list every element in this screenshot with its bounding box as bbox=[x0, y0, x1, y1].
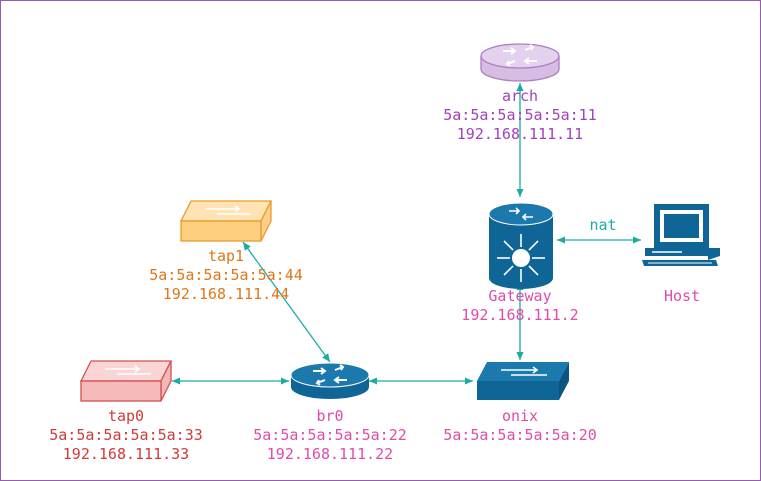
node-ip: 192.168.111.2 bbox=[461, 306, 579, 324]
node-label-gateway: Gateway 192.168.111.2 bbox=[422, 287, 618, 325]
link-tap1-br0 bbox=[242, 241, 331, 363]
node-mac: 5a:5a:5a:5a:5a:20 bbox=[443, 426, 597, 444]
node-label-arch: arch 5a:5a:5a:5a:5a:11 192.168.111.11 bbox=[422, 87, 618, 144]
node-name: tap0 bbox=[107, 407, 145, 425]
node-label-onix: onix 5a:5a:5a:5a:5a:20 bbox=[422, 407, 618, 445]
layer3-switch-icon[interactable] bbox=[488, 202, 554, 289]
node-name: arch bbox=[501, 87, 539, 105]
node-mac: 5a:5a:5a:5a:5a:22 bbox=[253, 426, 407, 444]
switch-icon[interactable] bbox=[477, 362, 569, 400]
links bbox=[172, 83, 641, 385]
node-label-br0: br0 5a:5a:5a:5a:5a:22 192.168.111.22 bbox=[232, 407, 428, 464]
node-name: onix bbox=[501, 407, 539, 425]
node-label-tap0: tap0 5a:5a:5a:5a:5a:33 192.168.111.33 bbox=[28, 407, 224, 464]
switch-icon[interactable] bbox=[79, 360, 173, 402]
node-mac: 5a:5a:5a:5a:5a:11 bbox=[443, 106, 597, 124]
node-ip: 192.168.111.11 bbox=[456, 125, 584, 143]
node-name: Gateway bbox=[488, 287, 552, 305]
switch-icon[interactable] bbox=[179, 200, 273, 242]
node-ip: 192.168.111.22 bbox=[266, 445, 394, 463]
router-icon[interactable] bbox=[480, 43, 560, 82]
node-ip: 192.168.111.33 bbox=[62, 445, 190, 463]
node-name: br0 bbox=[316, 407, 344, 425]
link-label-nat: nat bbox=[589, 216, 617, 234]
node-label-tap1: tap1 5a:5a:5a:5a:5a:44 192.168.111.44 bbox=[128, 247, 324, 304]
router-icon[interactable] bbox=[290, 362, 370, 399]
computer-icon[interactable] bbox=[642, 204, 720, 266]
node-name: Host bbox=[663, 287, 701, 305]
node-mac: 5a:5a:5a:5a:5a:44 bbox=[149, 266, 303, 284]
node-label-host: Host bbox=[637, 287, 727, 306]
node-name: tap1 bbox=[207, 247, 245, 265]
node-ip: 192.168.111.44 bbox=[162, 285, 290, 303]
node-mac: 5a:5a:5a:5a:5a:33 bbox=[49, 426, 203, 444]
